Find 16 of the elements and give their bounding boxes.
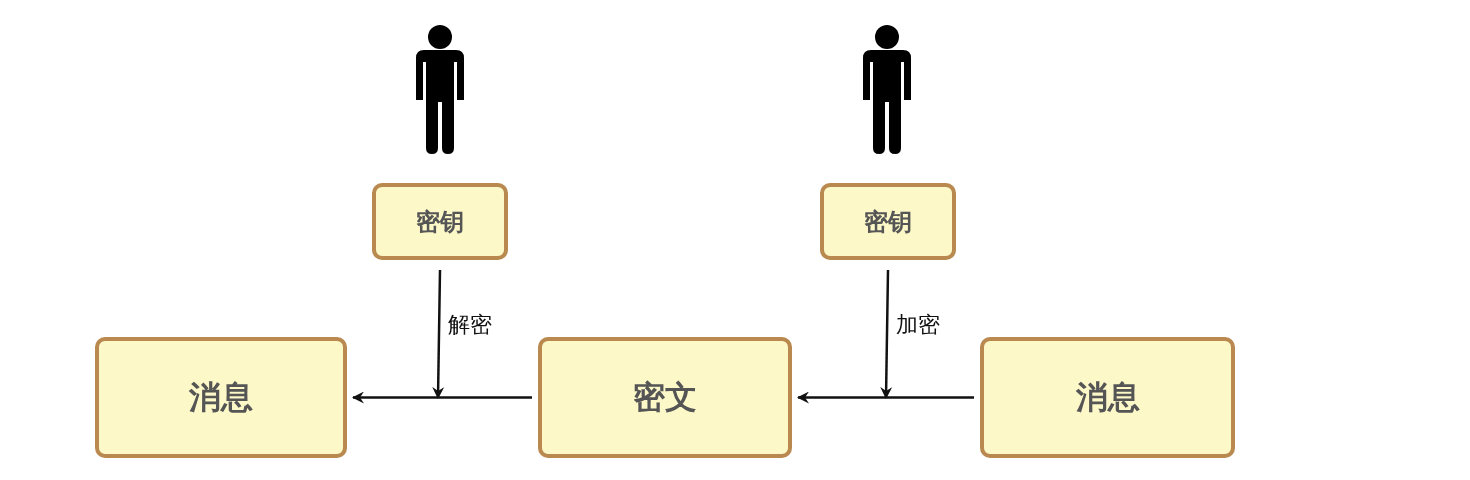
node-label: 密钥 <box>864 206 912 238</box>
process-box <box>538 337 792 458</box>
edge-label: 加密 <box>894 312 942 338</box>
process-box <box>820 183 956 260</box>
arrow <box>352 391 532 404</box>
edge-label: 解密 <box>446 312 494 338</box>
node-label: 密钥 <box>416 206 464 238</box>
node-label: 消息 <box>189 376 253 418</box>
node-label: 密文 <box>633 376 697 418</box>
arrow <box>880 269 893 399</box>
process-box <box>95 337 347 458</box>
process-box <box>372 183 508 260</box>
node-label: 消息 <box>1075 376 1140 418</box>
process-box <box>980 337 1235 458</box>
arrow <box>797 391 974 404</box>
arrow <box>432 269 445 399</box>
